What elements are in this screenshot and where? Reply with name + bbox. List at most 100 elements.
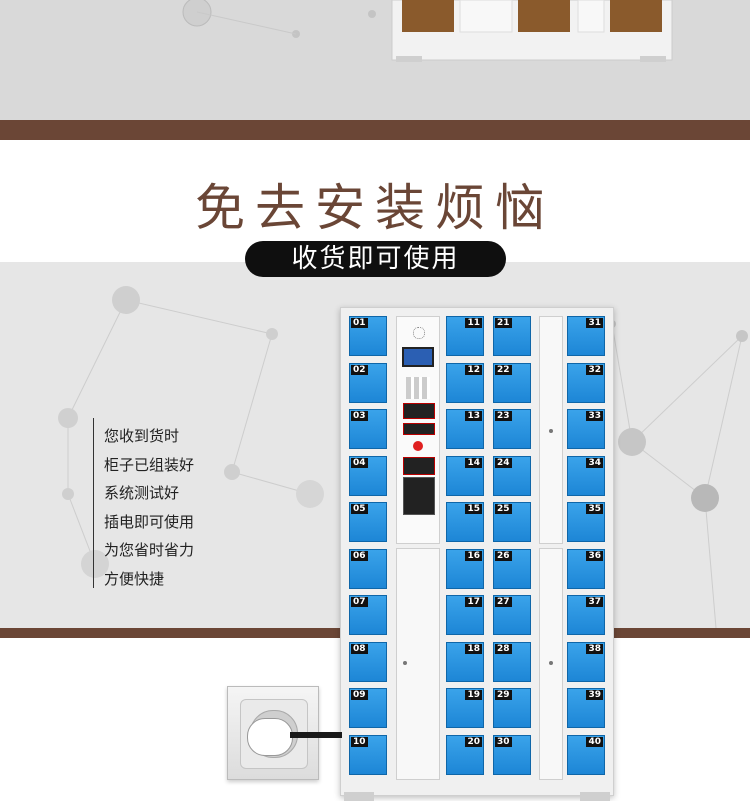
locker-number: 01 xyxy=(351,318,368,328)
locker-door[interactable]: 06 xyxy=(349,548,387,589)
feature-item: 系统测试好 xyxy=(104,484,180,502)
locker-door[interactable]: 37 xyxy=(567,595,605,635)
locker-door[interactable]: 17 xyxy=(446,595,484,635)
cabinet-foot xyxy=(580,792,610,801)
feature-item: 插电即可使用 xyxy=(104,512,195,531)
door-knob xyxy=(403,661,407,665)
plug-icon xyxy=(247,718,293,756)
instruction-label xyxy=(403,403,435,419)
locker-number: 07 xyxy=(351,597,368,607)
locker-number: 13 xyxy=(465,411,482,421)
locker-door[interactable]: 14 xyxy=(446,455,484,496)
power-cord xyxy=(290,732,342,738)
subtitle-pill: 收货即可使用 xyxy=(245,241,506,277)
locker-door[interactable]: 05 xyxy=(349,502,387,542)
locker-door[interactable]: 15 xyxy=(446,502,484,542)
locker-number: 09 xyxy=(351,690,368,700)
locker-number: 11 xyxy=(465,318,482,328)
door-knob xyxy=(549,661,553,665)
locker-door[interactable]: 11 xyxy=(446,316,484,356)
locker-door[interactable]: 12 xyxy=(446,362,484,403)
locker-door[interactable]: 25 xyxy=(493,502,531,542)
locker-number: 28 xyxy=(495,643,512,654)
locker-number: 14 xyxy=(465,457,482,468)
locker-door[interactable]: 21 xyxy=(493,316,531,356)
locker-door[interactable]: 19 xyxy=(446,688,484,728)
locker-number: 25 xyxy=(495,504,512,514)
locker-number: 29 xyxy=(495,690,512,700)
locker-door[interactable]: 03 xyxy=(349,409,387,449)
feature-item: 柜子已组装好 xyxy=(104,455,195,474)
storage-door xyxy=(539,548,563,780)
locker-door[interactable]: 31 xyxy=(567,316,605,356)
locker-number: 21 xyxy=(495,318,512,328)
feature-item: 为您省时省力 xyxy=(104,541,195,559)
locker-door[interactable]: 34 xyxy=(567,455,605,496)
locker-number: 16 xyxy=(465,550,482,561)
locker-door[interactable]: 40 xyxy=(567,734,605,775)
locker-number: 18 xyxy=(465,643,482,654)
locker-number: 38 xyxy=(586,643,603,654)
instruction-label xyxy=(403,457,435,475)
locker-number: 31 xyxy=(586,318,603,328)
locker-number: 04 xyxy=(351,457,368,468)
locker-number: 30 xyxy=(495,736,512,747)
lcd-screen xyxy=(402,347,434,367)
locker-door[interactable]: 33 xyxy=(567,409,605,449)
locker-number: 37 xyxy=(586,597,603,607)
locker-number: 34 xyxy=(586,457,603,468)
feature-list: 您收到货时 柜子已组装好 系统测试好 插电即可使用 为您省时省力 方便快捷 xyxy=(104,422,194,593)
locker-number: 05 xyxy=(351,504,368,514)
locker-door[interactable]: 36 xyxy=(567,548,605,589)
locker-number: 40 xyxy=(586,736,603,747)
locker-number: 19 xyxy=(465,690,482,700)
background-network xyxy=(182,0,673,62)
locker-door[interactable]: 26 xyxy=(493,548,531,589)
locker-door[interactable]: 32 xyxy=(567,362,605,403)
divider-stripe xyxy=(0,120,750,140)
locker-door[interactable]: 10 xyxy=(349,734,387,775)
top-banner xyxy=(0,0,750,120)
storage-door xyxy=(396,548,440,780)
locker-door[interactable]: 08 xyxy=(349,641,387,682)
locker-door[interactable]: 22 xyxy=(493,362,531,403)
notice-label xyxy=(403,477,435,515)
locker-door[interactable]: 01 xyxy=(349,316,387,356)
locker-door[interactable]: 24 xyxy=(493,455,531,496)
locker-door[interactable]: 38 xyxy=(567,641,605,682)
locker-door[interactable]: 02 xyxy=(349,362,387,403)
locker-door[interactable]: 07 xyxy=(349,595,387,635)
locker-number: 17 xyxy=(465,597,482,607)
locker-number: 12 xyxy=(465,364,482,375)
locker-door[interactable]: 13 xyxy=(446,409,484,449)
locker-door[interactable]: 04 xyxy=(349,455,387,496)
locker-door[interactable]: 39 xyxy=(567,688,605,728)
locker-door[interactable]: 09 xyxy=(349,688,387,728)
locker-number: 15 xyxy=(465,504,482,514)
keypad-icon[interactable] xyxy=(406,377,430,399)
locker-number: 22 xyxy=(495,364,512,375)
feature-divider xyxy=(93,418,94,588)
locker-door[interactable]: 35 xyxy=(567,502,605,542)
locker-door[interactable]: 29 xyxy=(493,688,531,728)
locker-number: 03 xyxy=(351,411,368,421)
feature-item: 方便快捷 xyxy=(104,569,165,588)
locker-number: 20 xyxy=(465,736,482,747)
locker-number: 35 xyxy=(586,504,603,514)
locker-number: 27 xyxy=(495,597,512,607)
locker-number: 39 xyxy=(586,690,603,700)
locker-door[interactable]: 20 xyxy=(446,734,484,775)
locker-door[interactable]: 28 xyxy=(493,641,531,682)
locker-door[interactable]: 30 xyxy=(493,734,531,775)
background-network xyxy=(58,286,748,628)
locker-door[interactable]: 23 xyxy=(493,409,531,449)
locker-door[interactable]: 16 xyxy=(446,548,484,589)
locker-number: 24 xyxy=(495,457,512,468)
locker-door[interactable]: 27 xyxy=(493,595,531,635)
feature-item: 您收到货时 xyxy=(104,427,180,445)
locker-door[interactable]: 18 xyxy=(446,641,484,682)
locker-number: 26 xyxy=(495,550,512,561)
emergency-button[interactable] xyxy=(413,441,423,451)
locker-number: 10 xyxy=(351,736,368,747)
locker-number: 08 xyxy=(351,643,368,654)
